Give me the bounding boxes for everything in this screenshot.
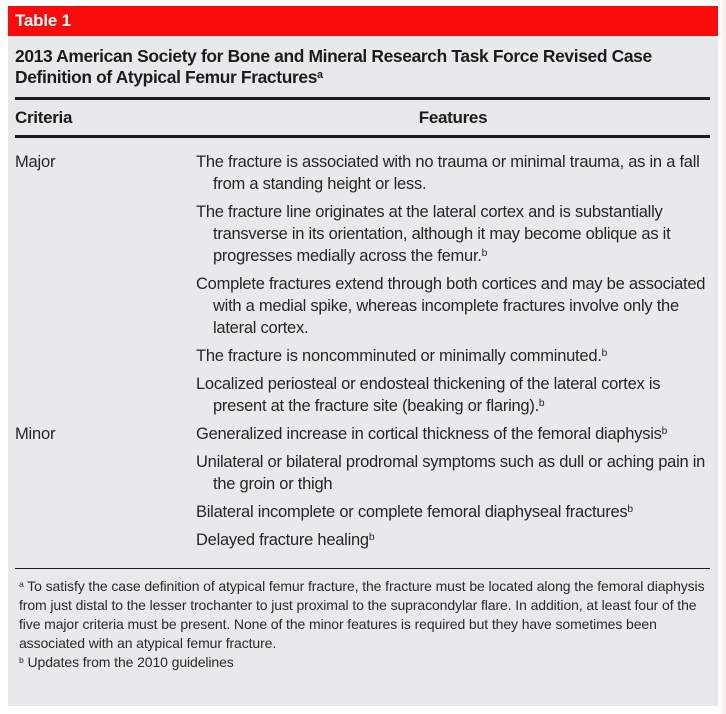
rule-below-column-headers [15,135,710,138]
footnote-a: a To satisfy the case definition of atyp… [19,577,707,653]
column-header-features: Features [418,108,488,127]
criteria-label-major: Major [15,152,56,171]
footnote-marker: b [368,531,375,543]
feature-item: The fracture line originates at the late… [196,202,671,265]
scan-edge-artifact [722,0,726,714]
table-title-footnote-marker: a [317,69,323,82]
table-inner: 2013 American Society for Bone and Miner… [8,36,718,672]
criteria-group-minor: Minor Generalized increase in cortical t… [15,423,710,557]
feature-item: Complete fractures extend through both c… [196,274,706,337]
footnotes: a To satisfy the case definition of atyp… [15,569,710,672]
footnote-a-text: To satisfy the case definition of atypic… [19,578,705,652]
criteria-group-major: Major The fracture is associated with no… [15,151,710,423]
footnote-a-marker: a [19,579,24,590]
table-label: Table 1 [15,11,71,30]
feature-item: Localized periosteal or endosteal thicke… [196,374,661,415]
table-label-bar: Table 1 [8,6,718,36]
features-minor: Generalized increase in cortical thickne… [196,423,710,557]
footnote-marker: b [538,397,545,409]
table-title: 2013 American Society for Bone and Miner… [15,44,710,97]
table-body: Major The fracture is associated with no… [15,138,710,557]
feature-item: The fracture is noncomminuted or minimal… [196,346,608,365]
feature-item: Bilateral incomplete or complete femoral… [196,502,633,521]
feature-item: The fracture is associated with no traum… [196,152,700,193]
rule-below-title [15,97,710,100]
feature-item: Delayed fracture healingb [196,530,375,549]
table-title-text: 2013 American Society for Bone and Miner… [15,46,652,87]
feature-item: Generalized increase in cortical thickne… [196,424,668,443]
column-header-criteria: Criteria [15,108,73,127]
features-major: The fracture is associated with no traum… [196,151,710,423]
footnote-b-text: Updates from the 2010 guidelines [27,654,234,671]
feature-item: Unilateral or bilateral prodromal sympto… [196,452,706,493]
rule-above-footnotes [15,567,710,570]
column-header-row: Criteria Features [15,100,710,135]
footnote-b: b Updates from the 2010 guidelines [19,653,707,672]
footnote-marker: b [601,347,608,359]
footnote-marker: b [481,247,488,259]
table-card: Table 1 2013 American Society for Bone a… [8,6,718,706]
footnote-b-marker: b [19,655,24,666]
footnote-marker: b [661,425,668,437]
footnote-marker: b [627,503,633,515]
criteria-label-minor: Minor [15,424,56,443]
